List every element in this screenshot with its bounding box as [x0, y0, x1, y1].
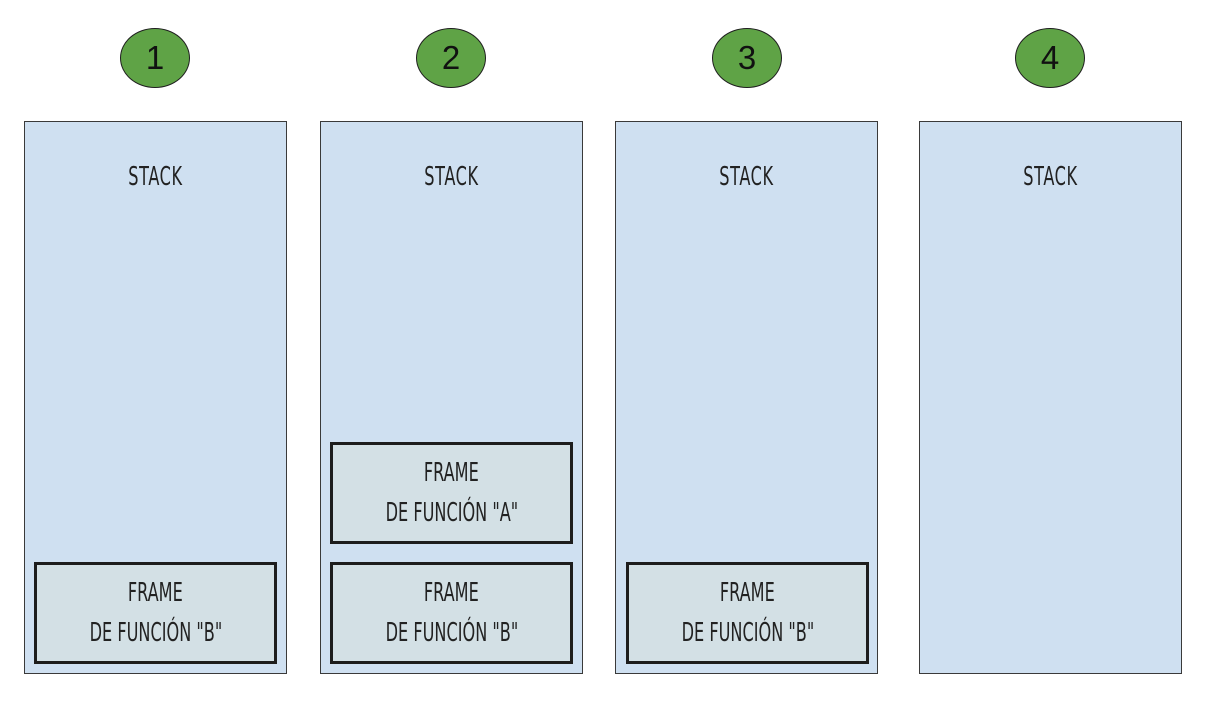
- stack-label: STACK: [719, 162, 774, 192]
- step-2-number: 2: [441, 39, 461, 76]
- step-1-badge: 1: [120, 28, 190, 88]
- frame-line-1: FRAME: [424, 458, 479, 488]
- stack-column-1: STACK FRAME DE FUNCIÓN "B": [24, 121, 287, 674]
- step-3-badge: 3: [712, 28, 782, 88]
- frame-line-1: FRAME: [128, 578, 183, 608]
- step-2-badge: 2: [416, 28, 486, 88]
- frame-function-a: FRAME DE FUNCIÓN "A": [330, 442, 573, 544]
- frame-function-b: FRAME DE FUNCIÓN "B": [330, 562, 573, 664]
- stack-label: STACK: [424, 162, 479, 192]
- frame-line-2: DE FUNCIÓN "B": [681, 618, 814, 648]
- step-3-number: 3: [737, 39, 757, 76]
- frame-line-2: DE FUNCIÓN "B": [385, 618, 518, 648]
- step-1-number: 1: [145, 39, 165, 76]
- frame-function-b: FRAME DE FUNCIÓN "B": [626, 562, 869, 664]
- step-4-badge: 4: [1015, 28, 1085, 88]
- stack-label: STACK: [1023, 162, 1078, 192]
- step-4-number: 4: [1040, 39, 1060, 76]
- frame-line-2: DE FUNCIÓN "B": [89, 618, 222, 648]
- stack-label: STACK: [128, 162, 183, 192]
- frame-function-b: FRAME DE FUNCIÓN "B": [34, 562, 277, 664]
- stack-column-4: STACK: [919, 121, 1182, 674]
- stack-column-2: STACK FRAME DE FUNCIÓN "A" FRAME DE FUNC…: [320, 121, 583, 674]
- stack-column-3: STACK FRAME DE FUNCIÓN "B": [615, 121, 878, 674]
- frame-line-2: DE FUNCIÓN "A": [385, 498, 518, 528]
- frame-line-1: FRAME: [424, 578, 479, 608]
- frame-line-1: FRAME: [720, 578, 775, 608]
